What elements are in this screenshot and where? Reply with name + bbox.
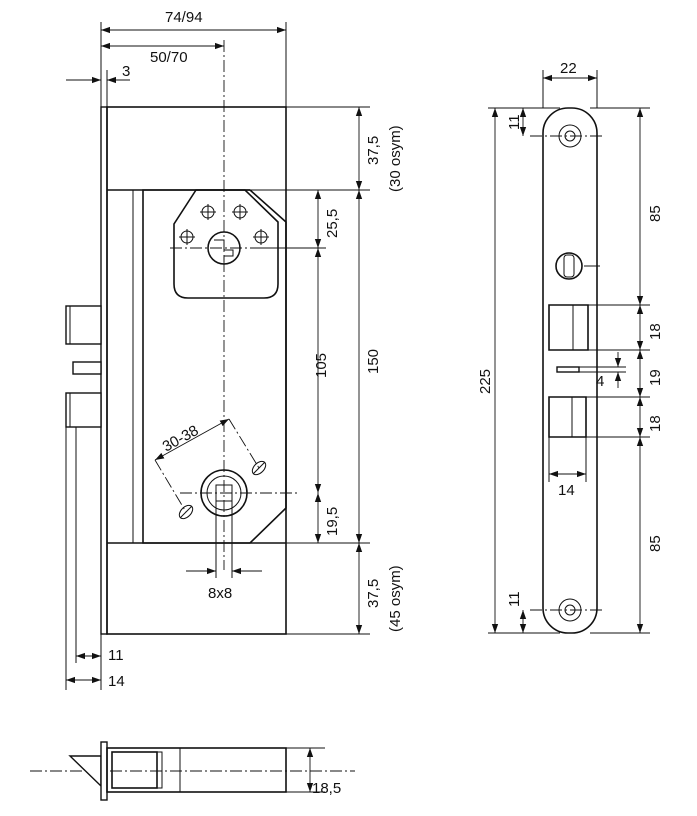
dim-top-offset-note: (30 osym) xyxy=(387,125,404,192)
dim-faceplate-thickness: 3 xyxy=(122,63,130,80)
dim-handle-hole-spacing: 30-38 xyxy=(160,422,202,455)
dim-spindle-square: 8x8 xyxy=(208,585,232,602)
latch-bolt xyxy=(65,305,102,345)
dim-top-offset: 37,5 xyxy=(365,136,382,165)
faceplate xyxy=(542,107,598,634)
thumbturn xyxy=(555,252,583,280)
cylinder-screw-holes xyxy=(179,204,269,245)
dim-latch-projection: 11 xyxy=(108,647,124,664)
dim-cylinder-to-spindle: 105 xyxy=(313,353,330,378)
forend-plate xyxy=(100,106,108,635)
lock-case xyxy=(106,106,287,635)
dim-bottom-section: 85 xyxy=(647,535,664,552)
dim-bolt-projection: 14 xyxy=(108,673,125,690)
inner-plate xyxy=(142,189,287,544)
latch-opening xyxy=(548,304,589,351)
dim-faceplate-width: 22 xyxy=(560,60,577,77)
dim-backset: 50/70 xyxy=(150,49,188,66)
bolt-opening xyxy=(548,396,587,438)
dim-latch-height: 18 xyxy=(647,323,664,340)
bottom-view: 18,5 xyxy=(30,741,355,801)
dim-bottom-offset-note: (45 osym) xyxy=(387,565,404,632)
dim-bottom-depth: 18,5 xyxy=(312,780,341,797)
dim-screw-hole-top: 11 xyxy=(506,114,523,130)
dim-bolt-width: 14 xyxy=(558,482,575,499)
dim-bottom-offset: 37,5 xyxy=(365,579,382,608)
trigger-latch xyxy=(72,361,102,375)
case-section xyxy=(106,747,287,793)
dim-case-height: 150 xyxy=(365,349,382,374)
cylinder-plate xyxy=(173,189,279,299)
front-view: 74/94 50/70 3 37,5 (30 osym) 25,5 105 15… xyxy=(65,9,404,690)
handle-screw-holes xyxy=(178,460,267,520)
forend-section xyxy=(100,741,108,801)
dim-total-height: 225 xyxy=(477,369,494,394)
dim-top-to-thumbturn: 85 xyxy=(647,205,664,222)
dim-spindle-offset: 19,5 xyxy=(324,507,341,536)
trigger-slot xyxy=(556,366,580,373)
dim-small-slot: 4 xyxy=(596,373,604,390)
dim-gap-height: 19 xyxy=(647,369,664,386)
dim-bolt-height: 18 xyxy=(647,415,664,432)
faceplate-view: 22 11 85 18 19 4 18 225 14 85 11 xyxy=(477,60,664,634)
dim-screw-hole-bottom: 11 xyxy=(506,591,523,607)
dim-cylinder-offset: 25,5 xyxy=(324,209,341,238)
dead-bolt xyxy=(65,392,102,428)
dim-width-overall: 74/94 xyxy=(165,9,203,26)
